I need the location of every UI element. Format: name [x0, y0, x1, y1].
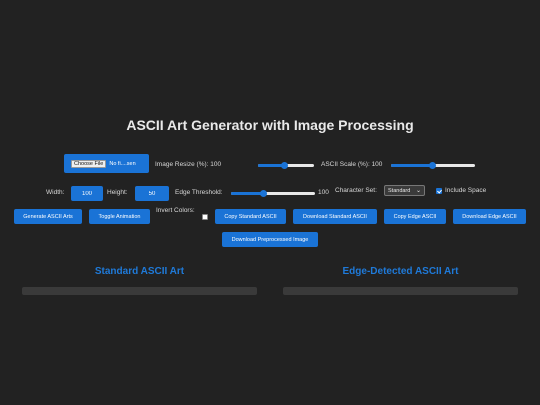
image-resize-slider-thumb[interactable]: [280, 162, 288, 169]
height-input[interactable]: [135, 186, 169, 201]
character-set-select[interactable]: Standard ⌄: [384, 185, 425, 196]
standard-ascii-title: Standard ASCII Art: [94, 266, 185, 277]
ascii-scale-slider[interactable]: [391, 161, 475, 169]
download-standard-button[interactable]: Download Standard ASCII: [293, 209, 377, 224]
image-resize-slider[interactable]: [258, 161, 314, 169]
edge-threshold-label: Edge Threshold:: [175, 189, 223, 196]
edge-ascii-output[interactable]: [283, 287, 518, 295]
image-resize-slider-fill: [258, 164, 285, 167]
download-edge-button[interactable]: Download Edge ASCII: [453, 209, 526, 224]
copy-edge-button[interactable]: Copy Edge ASCII: [384, 209, 446, 224]
height-label: Height:: [107, 189, 128, 196]
download-preprocessed-button[interactable]: Download Preprocessed Image: [222, 232, 318, 247]
choose-file-button[interactable]: Choose File: [71, 159, 107, 168]
ascii-scale-slider-thumb[interactable]: [428, 162, 436, 169]
copy-standard-button[interactable]: Copy Standard ASCII: [215, 209, 286, 224]
edge-threshold-slider[interactable]: [231, 189, 315, 197]
ascii-scale-slider-fill: [391, 164, 433, 167]
ascii-scale-label: ASCII Scale (%): 100: [321, 161, 383, 168]
invert-colors-checkbox[interactable]: [202, 214, 208, 220]
width-label: Width:: [46, 189, 65, 196]
page-title: ASCII Art Generator with Image Processin…: [126, 117, 414, 133]
standard-ascii-output[interactable]: [22, 287, 257, 295]
invert-colors-label: Invert Colors:: [156, 207, 195, 214]
edge-ascii-title: Edge-Detected ASCII Art: [342, 266, 459, 277]
image-resize-label: Image Resize (%): 100: [155, 161, 222, 168]
generate-ascii-button[interactable]: Generate ASCII Arts: [14, 209, 82, 224]
file-input[interactable]: Choose File No fi....sen: [64, 154, 149, 173]
width-input[interactable]: [71, 186, 103, 201]
edge-threshold-slider-fill: [231, 192, 264, 195]
character-set-label: Character Set:: [335, 187, 377, 194]
file-name-label: No fi....sen: [109, 160, 136, 167]
edge-threshold-value: 100: [318, 189, 329, 196]
include-space-checkbox[interactable]: [436, 188, 442, 194]
edge-threshold-slider-thumb[interactable]: [260, 190, 268, 197]
chevron-down-icon: ⌄: [415, 188, 421, 194]
character-set-selected: Standard: [388, 187, 411, 194]
include-space-label: Include Space: [445, 187, 487, 194]
toggle-animation-button[interactable]: Toggle Animation: [89, 209, 150, 224]
